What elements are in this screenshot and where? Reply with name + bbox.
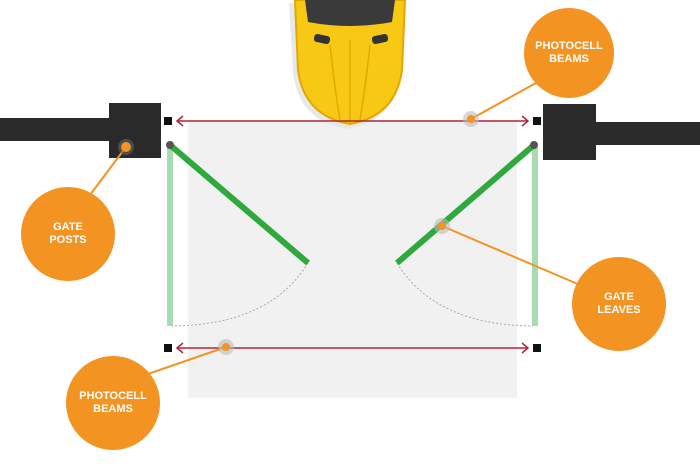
left-hinge xyxy=(166,141,174,149)
label-line: LEAVES xyxy=(597,304,641,316)
callout-photocell-top xyxy=(524,8,614,98)
label-line: GATE xyxy=(53,221,83,233)
callout-gate-posts xyxy=(21,187,115,281)
label-line: GATE xyxy=(604,291,634,303)
left-leaf-open xyxy=(168,142,310,266)
label-line: PHOTOCELL xyxy=(535,40,603,52)
label-line: BEAMS xyxy=(549,53,589,65)
label-line: BEAMS xyxy=(93,403,133,415)
left-swing-arc xyxy=(171,262,309,327)
left-wall xyxy=(0,118,112,141)
label-line: POSTS xyxy=(49,234,87,246)
right-gate-post xyxy=(543,104,596,160)
callout-photocell-bottom xyxy=(66,356,160,450)
right-leaf-open xyxy=(395,142,536,266)
label-line: PHOTOCELL xyxy=(79,390,147,402)
callout-gate-leaves xyxy=(572,257,666,351)
callout-dots xyxy=(118,111,479,355)
right-swing-arc xyxy=(396,262,534,327)
left-gate-post xyxy=(109,103,161,158)
photocell-beam-bottom xyxy=(164,342,541,354)
right-hinge xyxy=(530,141,538,149)
driveway xyxy=(188,120,517,398)
car xyxy=(289,0,407,129)
right-wall xyxy=(594,122,700,145)
